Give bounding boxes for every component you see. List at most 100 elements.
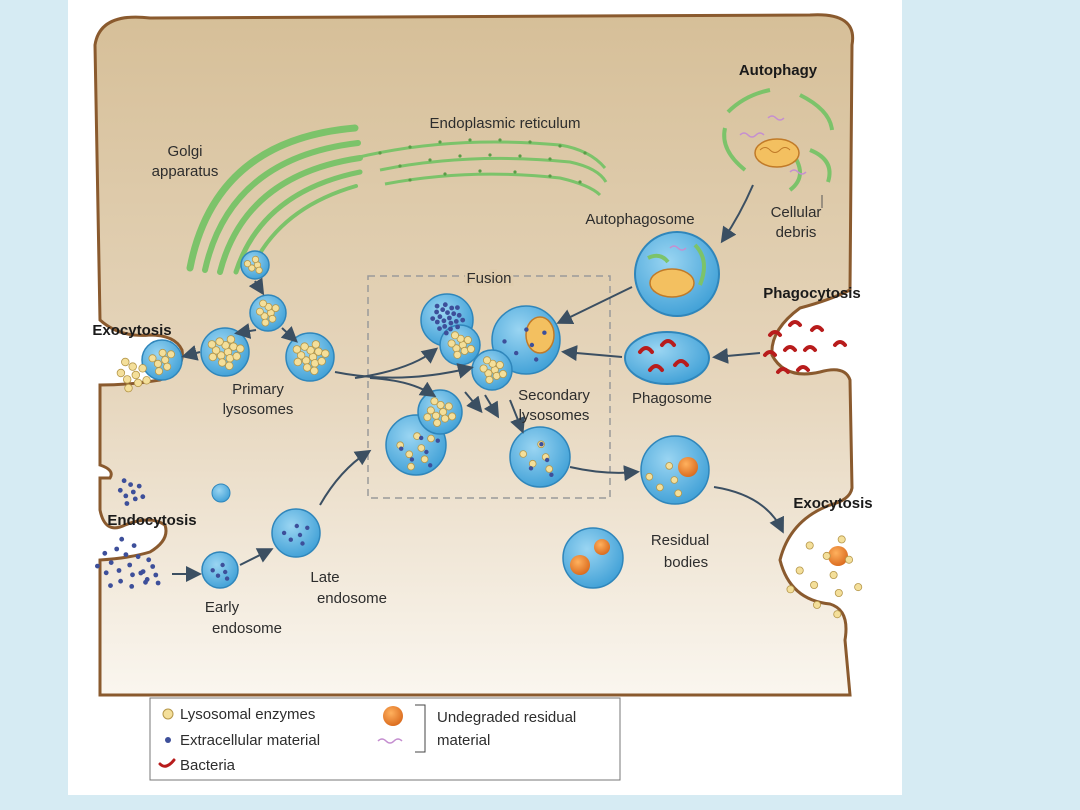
enzyme-dot xyxy=(439,407,448,416)
endocytosis-label: Endocytosis xyxy=(107,512,196,529)
extracellular-dot xyxy=(131,543,137,548)
enzyme-dot xyxy=(148,354,157,363)
extracellular-dot xyxy=(399,446,404,451)
enzyme-dot xyxy=(161,355,170,364)
enzyme-dot xyxy=(447,339,456,348)
enzyme-dot xyxy=(822,551,831,560)
extracellular-dot xyxy=(529,342,535,348)
extracellular-dot xyxy=(441,318,447,324)
extracellular-dot xyxy=(132,496,138,502)
primary-lysosomes-label-1: Primary xyxy=(232,381,284,398)
enzyme-dot xyxy=(138,364,147,373)
enzyme-dot xyxy=(158,348,167,357)
extracellular-dot xyxy=(127,562,133,568)
extracellular-dot xyxy=(138,570,144,576)
extracellular-dot xyxy=(210,568,215,573)
er-ribosome-dots xyxy=(378,138,587,184)
enzyme-dot xyxy=(430,397,439,406)
enzyme-dot xyxy=(795,566,804,575)
enzyme-dot xyxy=(255,307,264,316)
enzyme-dot xyxy=(845,555,854,564)
enzyme-dot xyxy=(479,364,488,373)
extracellular-dot xyxy=(130,489,136,495)
enzyme-dot xyxy=(674,489,682,498)
er-label: Endoplasmic reticulum xyxy=(430,115,581,132)
enzyme-dot xyxy=(163,362,172,371)
enzyme-dot xyxy=(211,346,221,355)
extracellular-dot xyxy=(294,523,299,529)
legend: Lysosomal enzymes Extracellular material… xyxy=(149,697,621,781)
extracellular-dot xyxy=(544,457,550,463)
enzyme-dot xyxy=(243,260,252,268)
extracellular-dot xyxy=(116,568,122,573)
enzyme-dot xyxy=(433,418,442,427)
enzyme-dot xyxy=(854,583,863,592)
legend-bacteria-text: Bacteria xyxy=(180,757,236,774)
exocytosis-right-pocket xyxy=(828,546,848,566)
late-endosome xyxy=(271,508,321,558)
exocytosis-right-label: Exocytosis xyxy=(793,495,872,512)
enzyme-dot xyxy=(217,358,227,367)
extracellular-dot xyxy=(419,435,424,441)
enzyme-dot xyxy=(154,367,163,376)
enzyme-dot xyxy=(519,450,527,458)
enzyme-dot xyxy=(142,376,151,385)
phagosome-label: Phagosome xyxy=(632,390,712,407)
extracellular-dot xyxy=(443,330,449,336)
early-endosome-label-2: endosome xyxy=(212,620,282,637)
extracellular-dot xyxy=(223,569,228,575)
legend-enzymes-text: Lysosomal enzymes xyxy=(180,706,315,723)
extracellular-dot xyxy=(146,557,152,563)
extracellular-dot xyxy=(460,317,466,323)
extracellular-dot xyxy=(448,326,453,332)
enzyme-dot xyxy=(813,600,822,609)
legend-wavy-icon xyxy=(377,738,403,744)
enzyme-dot xyxy=(296,351,306,360)
enzyme-dot xyxy=(317,357,326,366)
lysosomal-enzyme-dots xyxy=(116,255,863,619)
debris-label-2: debris xyxy=(776,224,817,241)
legend-enzyme-icon xyxy=(162,708,174,720)
extracellular-dot xyxy=(153,572,159,578)
fusion-label: Fusion xyxy=(466,270,511,287)
enzyme-dot xyxy=(300,342,309,351)
extracellular-dot xyxy=(437,326,442,331)
autophagy-label: Autophagy xyxy=(739,62,818,79)
enzyme-dot xyxy=(259,299,268,308)
extracellular-dot xyxy=(135,554,141,560)
enzyme-dot xyxy=(665,462,673,470)
enzyme-dot xyxy=(311,340,321,349)
extracellular-dot xyxy=(117,487,123,493)
extracellular-dot xyxy=(220,562,225,568)
enzyme-dot xyxy=(121,357,130,367)
extracellular-dot xyxy=(95,563,100,569)
legend-extracellular-text: Extracellular material xyxy=(180,732,320,749)
enzyme-dot xyxy=(420,455,429,464)
enzyme-dot xyxy=(670,476,679,484)
enzyme-dot xyxy=(829,571,838,580)
legend-bracket xyxy=(415,704,426,753)
legend-undegraded-text-2: material xyxy=(437,732,490,749)
extracellular-dot xyxy=(534,357,539,362)
enzyme-dot xyxy=(128,362,137,371)
enzyme-dot xyxy=(232,352,241,361)
enzyme-dot xyxy=(215,337,224,346)
extracellular-dot xyxy=(124,501,130,506)
enzyme-dot xyxy=(236,344,245,353)
secondary-lysosome-lower xyxy=(509,426,571,488)
secondary-lysosomes-label-1: Secondary xyxy=(518,387,590,404)
legend-extracellular-icon xyxy=(165,737,171,743)
enzyme-dot xyxy=(225,361,234,370)
endoplasmic-reticulum xyxy=(354,140,608,197)
extracellular-dot xyxy=(528,466,534,471)
residual-bodies-label-1: Residual xyxy=(651,532,709,549)
extracellular-dot xyxy=(136,483,142,489)
enzyme-dot xyxy=(485,375,494,384)
extracellular-dot xyxy=(437,314,443,320)
golgi-label-1: Golgi xyxy=(167,143,202,160)
enzyme-dot xyxy=(251,255,260,263)
extracellular-dot xyxy=(155,580,161,586)
enzyme-dot xyxy=(545,465,553,473)
extracellular-dot xyxy=(440,307,446,313)
